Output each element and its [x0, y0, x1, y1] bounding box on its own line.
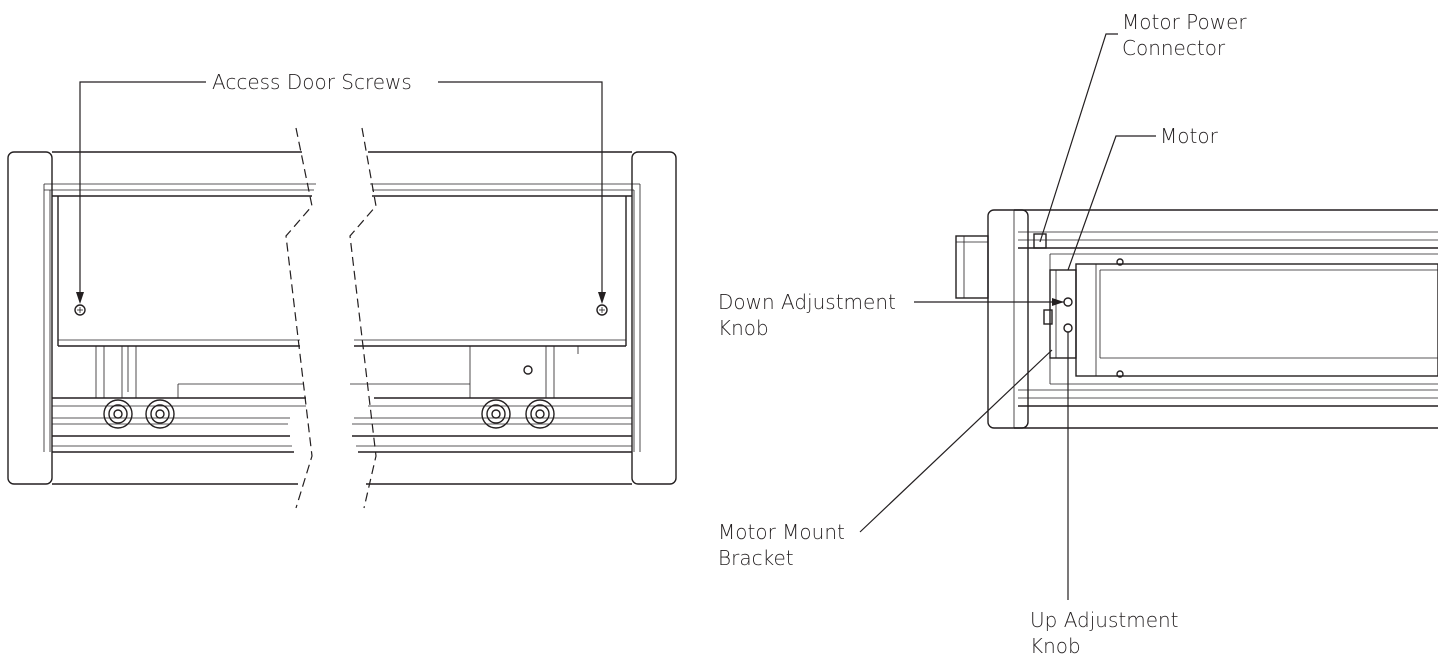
motor-mount-bracket	[1043, 254, 1077, 384]
callout-access-door-screws	[76, 81, 606, 304]
header-front-view	[7, 81, 677, 509]
callout-motor-mount-bracket	[859, 349, 1053, 533]
callout-motor	[1067, 135, 1156, 271]
access-door-screw-left	[74, 304, 86, 316]
label-down-adjustment-knob-line2: Knob	[718, 316, 769, 340]
label-motor-mount-bracket-line1: Motor Mount	[718, 520, 845, 544]
motor-power-connector	[1033, 233, 1047, 249]
label-motor: Motor	[1160, 124, 1218, 148]
label-motor-power-connector-line2: Connector	[1122, 36, 1226, 60]
label-up-adjustment-knob-line2: Knob	[1030, 634, 1081, 658]
end-cap	[987, 209, 1029, 429]
small-fastener	[523, 365, 533, 375]
label-down-adjustment-knob-line1: Down Adjustment	[718, 290, 896, 314]
up-adjustment-knob	[1063, 323, 1073, 333]
header-body-right	[350, 151, 641, 485]
label-motor-mount-bracket-line2: Bracket	[718, 546, 794, 570]
motor-body	[1075, 258, 1438, 378]
label-up-adjustment-knob-line1: Up Adjustment	[1030, 608, 1179, 632]
roller-pair-left	[103, 399, 175, 429]
access-door-screw-right	[596, 304, 608, 316]
label-motor-power-connector-line1: Motor Power	[1122, 10, 1247, 34]
down-adjustment-knob	[1063, 297, 1073, 307]
connector-housing	[955, 235, 989, 299]
callout-motor-power-connector	[1039, 33, 1118, 243]
callout-down-adjustment-knob	[914, 298, 1064, 306]
right-end-cap	[631, 151, 677, 485]
motor-end-view	[859, 33, 1438, 600]
label-access-door-screws: Access Door Screws	[208, 70, 416, 94]
left-end-cap	[7, 151, 53, 485]
break-lines	[285, 127, 377, 509]
roller-pair-right	[481, 399, 555, 429]
header-body-left	[43, 151, 316, 485]
